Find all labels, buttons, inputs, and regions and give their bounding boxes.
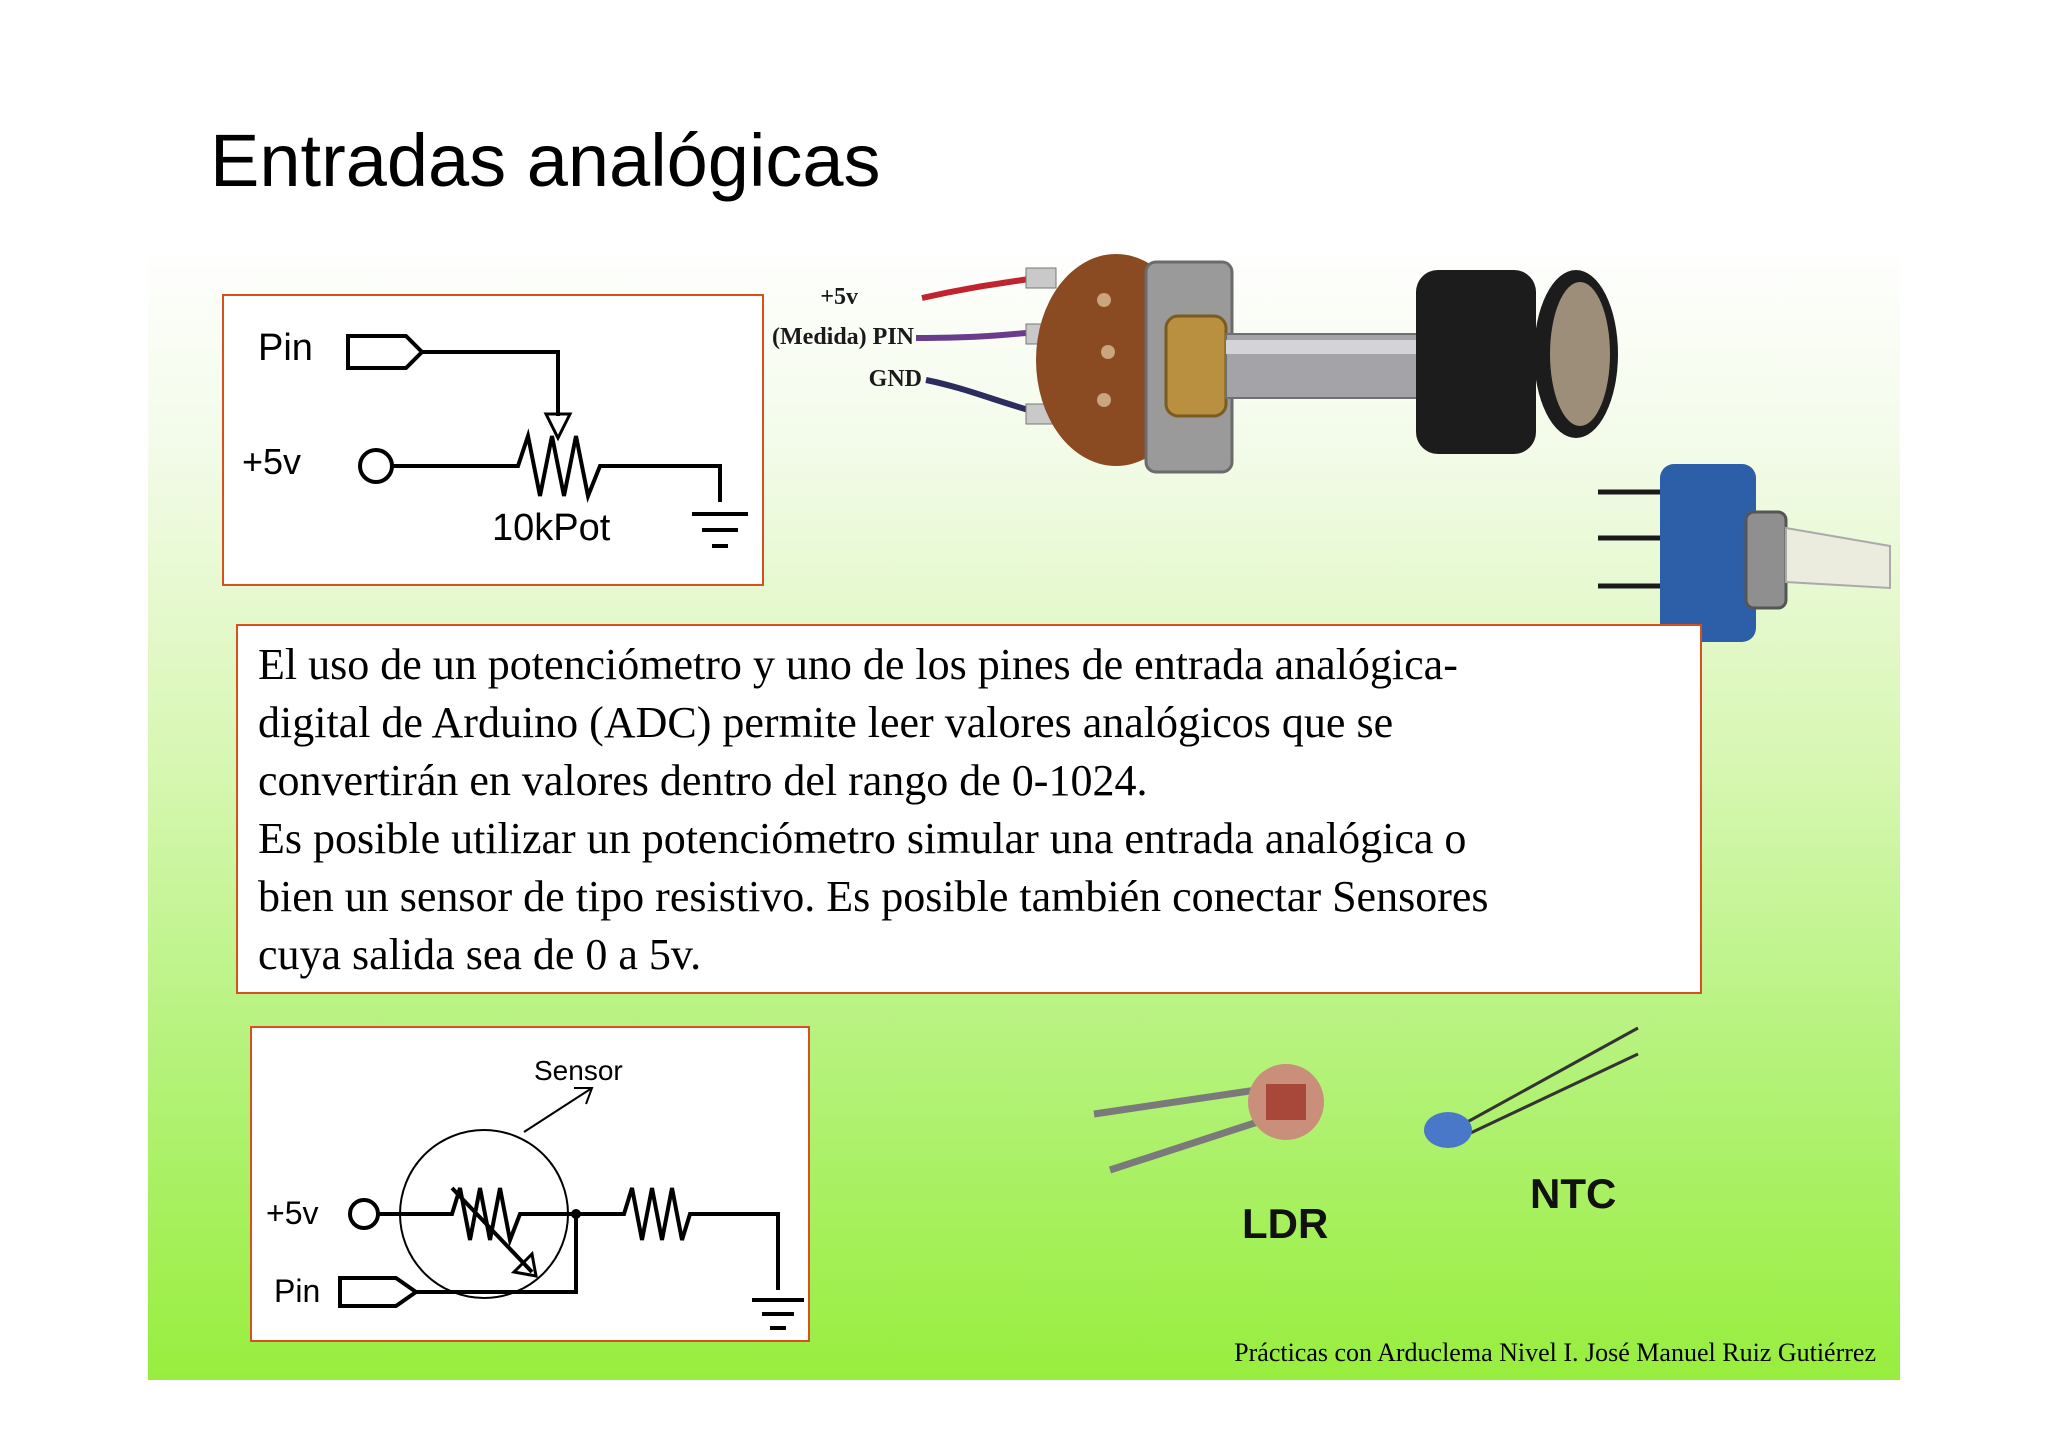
potentiometer-photo: +5v (Medida) PIN GND [772,254,1618,474]
photo-gnd-label: GND [869,366,922,392]
ntc-photo [1424,1026,1639,1148]
sensor-pin-label: Pin [274,1273,320,1309]
photo-vcc-label: +5v [820,284,858,310]
purple-wire [915,329,1037,341]
pot-value-label: 10kPot [492,507,611,549]
ntc-body [1424,1112,1472,1148]
potentiometer-schematic: Pin +5v 10kPot [222,294,764,586]
red-wire [921,275,1037,301]
description-box: El uso de un potenciómetro y uno de los … [236,624,1702,994]
vcc-terminal [358,448,394,484]
ntc-label: NTC [1530,1170,1617,1217]
ldr-photo [1093,1064,1324,1174]
sensor-vcc-terminal [348,1198,380,1230]
page-title: Entradas analógicas [210,119,881,202]
ldr-label: LDR [1242,1200,1329,1247]
sensor-pin-connector [338,1276,420,1308]
sensor-circuit-diagram: Sensor +5v Pin [266,1055,804,1330]
pot-nut [1164,314,1228,418]
sensor-schematic: Sensor +5v Pin [250,1026,810,1342]
resistor-zigzag [392,428,722,503]
pin-connector-shape [346,334,425,370]
variable-resistor-arrow [510,1250,538,1278]
small-potentiometer-photo [1598,464,1891,642]
pin-label: Pin [258,327,313,369]
sensor-pointer-arrow [574,1087,594,1105]
footer-credit: Prácticas con Arduclema Nivel I. José Ma… [1234,1338,1876,1367]
sensor-vcc-label: +5v [266,1195,318,1231]
pot-knob [1416,270,1536,454]
description-text: El uso de un potenciómetro y uno de los … [258,640,1489,979]
wiper-arrow [543,412,573,442]
small-pot-shaft [1785,526,1891,590]
sensor-resistor-chain [378,1187,780,1290]
potentiometer-circuit-diagram: Pin +5v 10kPot [242,327,748,549]
sensor-label: Sensor [534,1055,623,1086]
pot-knob-cap [1550,282,1610,426]
blue-wire [925,377,1037,415]
small-pot-body [1660,464,1756,642]
vcc-label: +5v [242,441,301,482]
photo-pin-label: (Medida) PIN [772,324,915,350]
